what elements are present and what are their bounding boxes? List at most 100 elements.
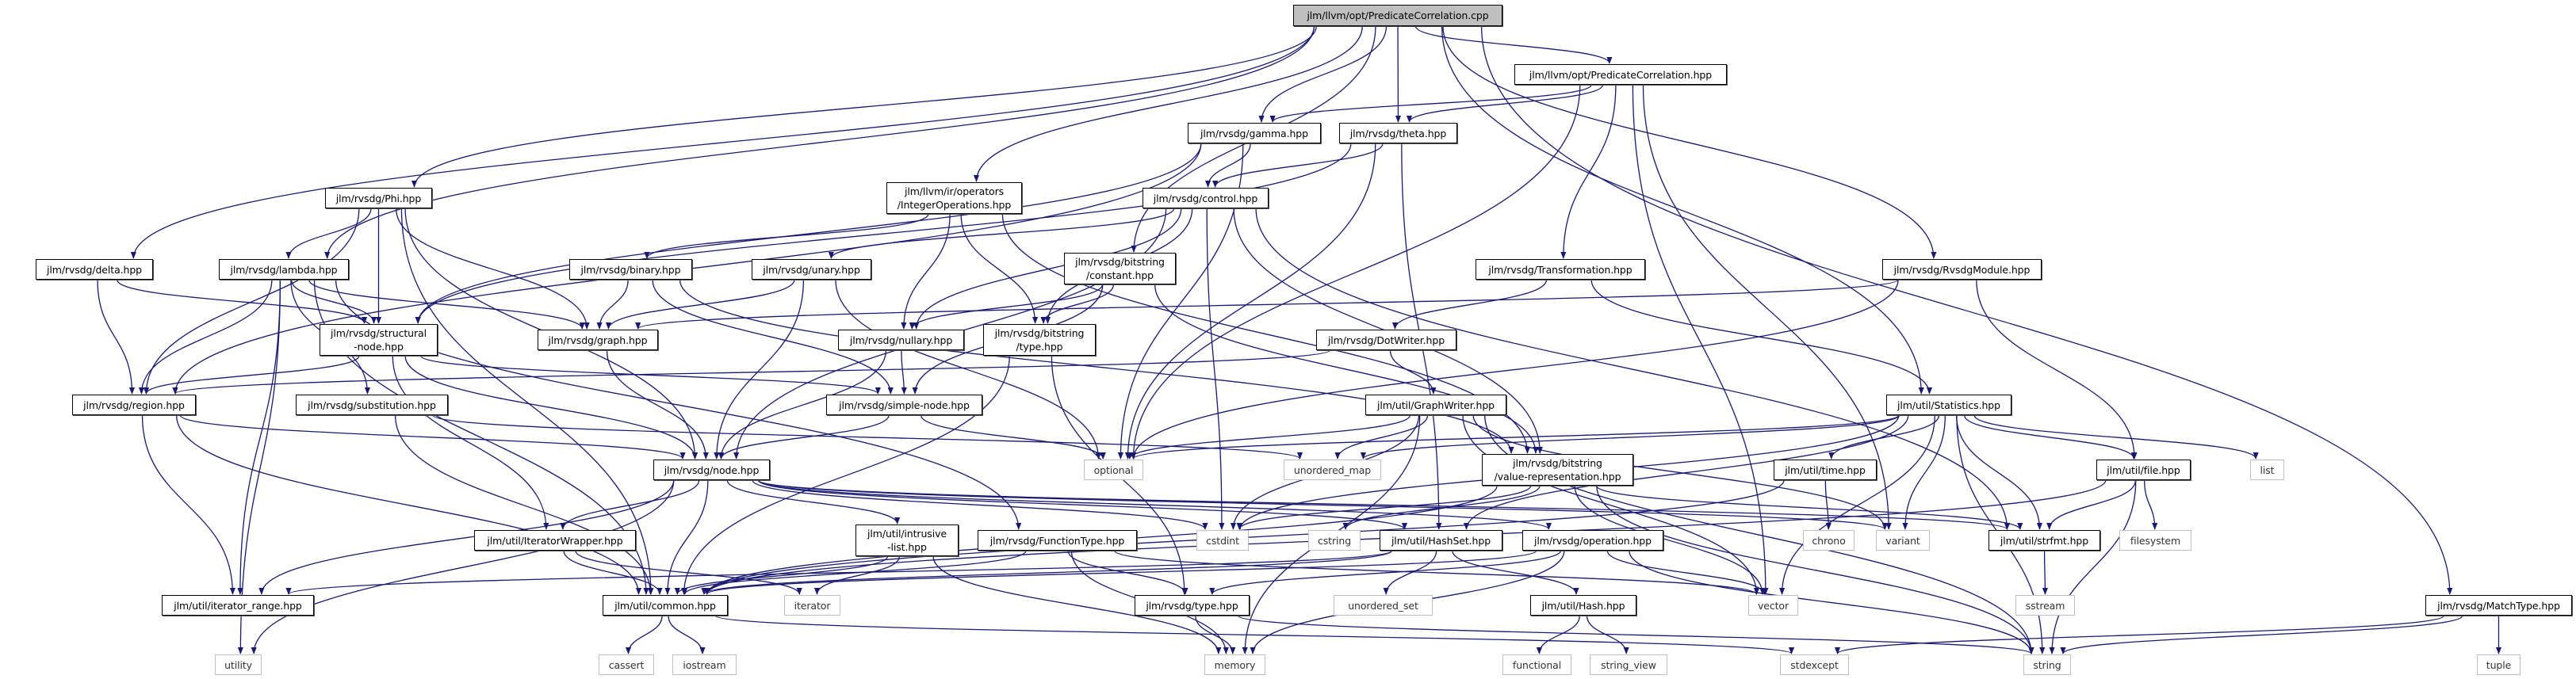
node-lambda-hpp[interactable]: jlm/rvsdg/lambda.hpp (219, 259, 349, 280)
node-hash-hpp[interactable]: jlm/util/Hash.hpp (1530, 595, 1636, 616)
edge-theta-to-optional (1124, 143, 1376, 460)
node-unordered-map: unordered_map (1284, 460, 1381, 480)
edge-hashset-to-hash (1452, 550, 1579, 595)
edge-statistics-to-vector (1778, 414, 1935, 595)
edge-node-to-hashset (757, 479, 1407, 530)
node-dot-writer-hpp[interactable]: jlm/rvsdg/DotWriter.hpp (1316, 330, 1456, 350)
node-control-hpp[interactable]: jlm/rvsdg/control.hpp (1143, 188, 1269, 208)
node-utility: utility (215, 654, 262, 675)
node-bitstring-type-hpp[interactable]: jlm/rvsdg/bitstring /type.hpp (983, 324, 1096, 356)
edge-valuerep-to-vector (1574, 485, 1766, 595)
edge-simplenode-to-node (718, 414, 890, 460)
node-string: string (2023, 654, 2071, 675)
edge-simplenode-to-optional (920, 414, 1106, 460)
edge-operation-to-common (704, 550, 1537, 595)
edge-structural-to-simplenode (419, 355, 881, 395)
edge-phi-to-graph (395, 208, 590, 330)
node-region-hpp[interactable]: jlm/rvsdg/region.hpp (72, 395, 196, 415)
node-structural-node-hpp[interactable]: jlm/rvsdg/structural -node.hpp (320, 324, 438, 356)
edge-statistics-to-strfmt (1955, 414, 2043, 530)
edge-valuerep-to-cstdint (1236, 485, 1532, 530)
edge-delta-to-structural (117, 279, 368, 324)
node-iterator-wrapper-hpp[interactable]: jlm/util/IteratorWrapper.hpp (474, 530, 636, 551)
edge-pc_hpp-to-gamma (1269, 84, 1592, 123)
edge-intops-to-nullary (901, 213, 951, 330)
edge-unary-to-graph (605, 279, 795, 330)
node-rvsdg-module-hpp[interactable]: jlm/rvsdg/RvsdgModule.hpp (1882, 259, 2042, 280)
edge-bittype-to-common (681, 355, 1010, 595)
node-predicate-correlation-cpp: jlm/llvm/opt/PredicateCorrelation.cpp (1293, 5, 1502, 26)
node-common-hpp[interactable]: jlm/util/common.hpp (603, 595, 728, 616)
edge-nullary-to-node (718, 349, 887, 460)
node-strfmt-hpp[interactable]: jlm/util/strfmt.hpp (1988, 530, 2100, 551)
node-variant: variant (1876, 530, 1930, 551)
node-iterator-range-hpp[interactable]: jlm/util/iterator_range.hpp (162, 595, 314, 616)
node-substitution-hpp[interactable]: jlm/rvsdg/substitution.hpp (296, 395, 448, 415)
edge-control-to-unary (828, 208, 1175, 259)
edge-graph-to-node (606, 349, 709, 460)
edge-hashset-to-common (701, 550, 1393, 595)
node-value-representation-hpp[interactable]: jlm/rvsdg/bitstring /value-representatio… (1482, 454, 1633, 486)
node-match-type-hpp[interactable]: jlm/rvsdg/MatchType.hpp (2425, 595, 2572, 616)
node-optional: optional (1084, 460, 1143, 480)
node-theta-hpp[interactable]: jlm/rvsdg/theta.hpp (1339, 123, 1457, 143)
node-time-hpp[interactable]: jlm/util/time.hpp (1774, 460, 1877, 480)
edge-matchtype-to-string (2060, 615, 2463, 654)
node-chrono: chrono (1803, 530, 1854, 551)
node-operation-hpp[interactable]: jlm/rvsdg/operation.hpp (1522, 530, 1663, 551)
edge-node-to-strfmt (757, 479, 2010, 530)
node-cstring: cstring (1308, 530, 1361, 551)
edge-matchtype-to-stdexcept (1835, 615, 2445, 654)
edge-statistics-to-list (1973, 414, 2259, 460)
node-iterator: iterator (784, 595, 840, 616)
node-binary-hpp[interactable]: jlm/rvsdg/binary.hpp (569, 259, 692, 280)
node-memory: memory (1204, 654, 1265, 675)
edge-node-to-common (664, 479, 709, 595)
node-cassert: cassert (599, 654, 654, 675)
node-delta-hpp[interactable]: jlm/rvsdg/delta.hpp (36, 259, 153, 280)
node-vector: vector (1748, 595, 1798, 616)
edge-root-to-statistics (1441, 25, 1924, 395)
edge-constant-to-nullary (909, 284, 1104, 330)
edge-hash-to-string_view (1586, 615, 1629, 654)
edge-pc_hpp-to-vector (1632, 84, 1769, 595)
edge-rvsdgmodule-to-optional (1130, 279, 1899, 460)
edge-common-to-iostream (668, 615, 706, 654)
edge-hashset-to-iterator_range (285, 550, 1393, 595)
node-graph-writer-hpp[interactable]: jlm/util/GraphWriter.hpp (1365, 395, 1506, 415)
edge-hash-to-functional (1536, 615, 1580, 654)
node-hash-set-hpp[interactable]: jlm/util/HashSet.hpp (1380, 530, 1502, 551)
node-statistics-hpp[interactable]: jlm/util/Statistics.hpp (1886, 395, 2011, 415)
node-functional: functional (1502, 654, 1571, 675)
edge-region-to-iterator_range (141, 414, 236, 595)
node-function-type-hpp[interactable]: jlm/rvsdg/FunctionType.hpp (978, 530, 1137, 551)
edge-phi-to-lambda (285, 208, 372, 259)
node-bitstring-constant-hpp[interactable]: jlm/rvsdg/bitstring /constant.hpp (1064, 253, 1176, 284)
node-sstream: sstream (2015, 595, 2075, 616)
node-nullary-hpp[interactable]: jlm/rvsdg/nullary.hpp (838, 330, 964, 350)
node-gamma-hpp[interactable]: jlm/rvsdg/gamma.hpp (1188, 123, 1321, 143)
edge-control-to-nullary (913, 208, 1182, 330)
edge-statistics-to-hashset (1463, 414, 1909, 530)
node-type-hpp[interactable]: jlm/rvsdg/type.hpp (1135, 595, 1250, 616)
edge-root-to-phi (411, 25, 1317, 188)
node-predicate-correlation-hpp[interactable]: jlm/llvm/opt/PredicateCorrelation.hpp (1514, 64, 1727, 85)
node-node-hpp[interactable]: jlm/rvsdg/node.hpp (653, 460, 770, 480)
edge-gamma-to-structural (415, 143, 1202, 324)
edge-node-to-iteratorwrapper (560, 479, 700, 530)
edge-structural-to-node (404, 355, 699, 460)
edge-structural-to-region (143, 355, 360, 395)
edge-operation-to-vector (1606, 550, 1767, 595)
node-file-hpp[interactable]: jlm/util/file.hpp (2096, 460, 2191, 480)
node-simple-node-hpp[interactable]: jlm/rvsdg/simple-node.hpp (826, 395, 982, 415)
node-intrusive-list-hpp[interactable]: jlm/util/intrusive -list.hpp (855, 525, 959, 556)
edge-phi-to-region (143, 208, 360, 395)
edge-iteratorwrapper-to-iterator (575, 550, 802, 595)
node-graph-hpp[interactable]: jlm/rvsdg/graph.hpp (538, 330, 658, 350)
node-integer-operations-hpp[interactable]: jlm/llvm/ir/operators /IntegerOperations… (886, 182, 1022, 214)
node-cstdint: cstdint (1196, 530, 1249, 551)
node-transformation-hpp[interactable]: jlm/rvsdg/Transformation.hpp (1476, 259, 1645, 280)
node-tuple: tuple (2477, 654, 2520, 675)
node-unary-hpp[interactable]: jlm/rvsdg/unary.hpp (752, 259, 871, 280)
node-phi-hpp[interactable]: jlm/rvsdg/Phi.hpp (325, 188, 432, 208)
